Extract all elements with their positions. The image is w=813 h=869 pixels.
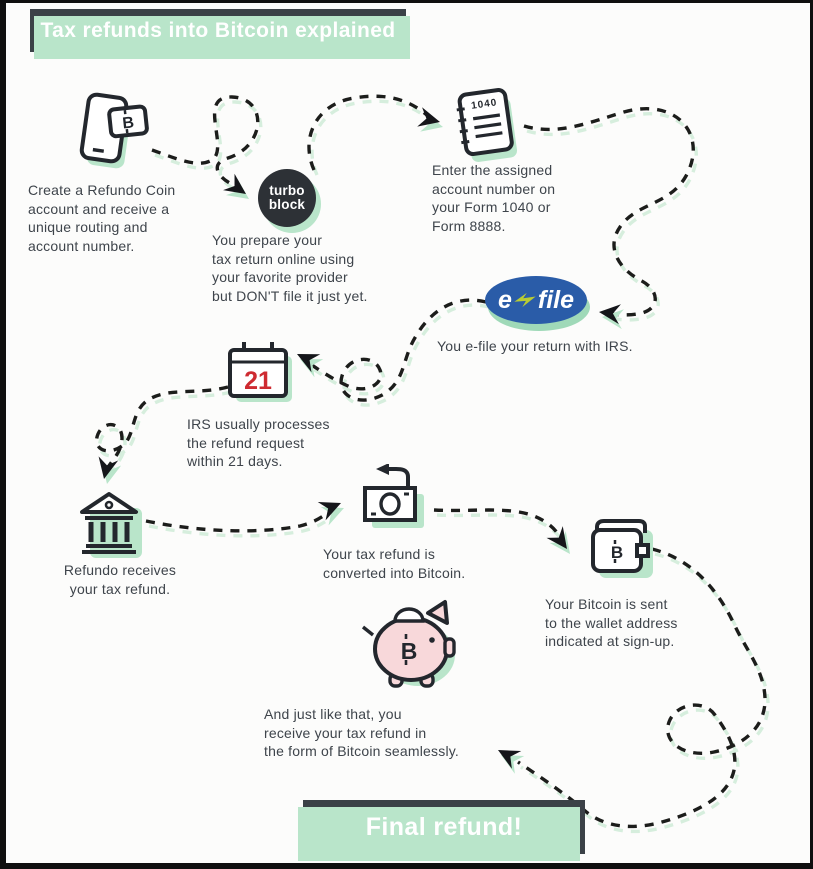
turbo-badge-line1: turbo [269, 182, 305, 198]
step-8-text: Your Bitcoin is sent to the wallet addre… [545, 596, 678, 650]
form-1040-icon: 1040 [446, 86, 528, 168]
final-refund-banner-shadow [298, 807, 580, 861]
bank-icon [78, 490, 144, 562]
arrow-into-bank [98, 456, 119, 479]
turbo-block-badge: turbo block [258, 169, 321, 233]
path-cash-to-wallet [433, 508, 564, 541]
flow-path-lines [94, 94, 767, 829]
calendar-day-number: 21 [244, 367, 272, 395]
final-refund-banner: Final refund! [298, 800, 585, 861]
arrowheads [98, 107, 621, 769]
step-7-text: Your tax refund is converted into Bitcoi… [323, 546, 466, 581]
title-banner-shadow [34, 16, 410, 59]
piggy-eye [429, 637, 435, 643]
form-1040-label: 1040 [471, 97, 499, 112]
final-refund-label: Final refund! [365, 812, 523, 841]
title-banner: Tax refunds into Bitcoin explained [30, 9, 410, 59]
step-2-text: You prepare your tax return online using… [212, 232, 368, 304]
calendar-21-icon: 21 [226, 338, 296, 404]
step-3-text: Enter the assigned account number on you… [432, 162, 556, 234]
path-efile-to-calendar [305, 298, 487, 402]
bitcoin-symbol: B [401, 638, 418, 664]
path-1040-to-efile [523, 107, 695, 317]
step-4-text: You e-file your return with IRS. [437, 338, 633, 354]
step-9-text: And just like that, you receive your tax… [264, 706, 460, 760]
step-1-text: Create a Refundo Coin account and receiv… [28, 182, 176, 254]
arrow-into-wallet [546, 526, 567, 549]
bitcoin-symbol: B [611, 543, 623, 562]
arrow-into-calendar [297, 354, 321, 373]
path-turbo-to-1040 [307, 94, 430, 171]
arrow-into-cash [317, 502, 341, 521]
step-5-text: IRS usually processes the refund request… [187, 416, 330, 470]
coin-slot [393, 607, 425, 623]
piggy-bank-icon: B [358, 596, 466, 698]
return-arrow [376, 463, 389, 475]
path-phone-to-turbo [151, 95, 260, 188]
arrow-into-1040 [417, 107, 440, 127]
piggy-snout [443, 637, 456, 658]
bitcoin-symbol: B [122, 114, 135, 132]
path-bank-to-cash [145, 506, 335, 533]
phone-bitcoin-icon: B [64, 90, 160, 182]
path-wallet-to-final [517, 547, 767, 829]
bitcoin-wallet-icon: B [586, 516, 658, 586]
arrow-into-text [498, 750, 522, 769]
turbo-badge-line2: block [268, 197, 306, 212]
bitcoin-card: B [107, 104, 149, 139]
path-calendar-to-bank [94, 385, 229, 470]
lightning-bolt-icon [514, 292, 536, 308]
arrow-into-efile [599, 304, 621, 325]
arrow-into-turbo [223, 173, 246, 194]
step-6-text: Refundo receives your tax refund. [63, 562, 177, 597]
efile-label-left: e [497, 285, 512, 314]
efile-label-right: file [537, 285, 575, 314]
title-banner-label: Tax refunds into Bitcoin explained [40, 18, 396, 42]
piggy-ear [426, 600, 449, 625]
cash-refund-icon [356, 463, 426, 536]
efile-badge: e file [485, 276, 590, 331]
